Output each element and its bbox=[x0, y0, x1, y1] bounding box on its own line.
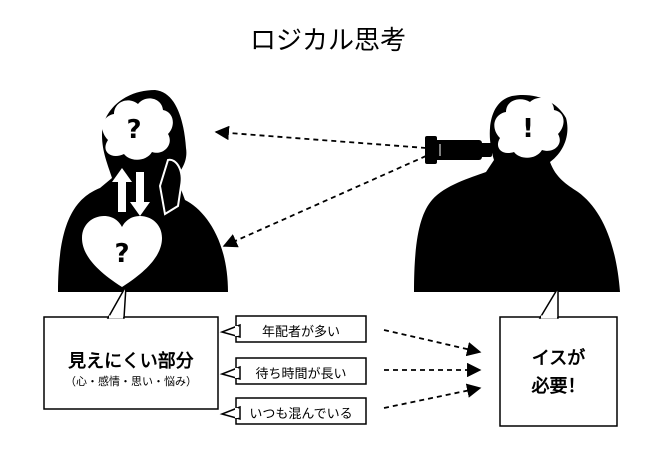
reason-arrow-3 bbox=[383, 383, 482, 409]
hidden-part-box bbox=[43, 285, 219, 410]
observer-thought-cloud-icon bbox=[494, 97, 564, 158]
observer-exclamation-mark: ! bbox=[522, 114, 534, 144]
reason-label-1: 年配者が多い bbox=[261, 325, 340, 340]
gaze-arrow-to-heart bbox=[222, 155, 427, 248]
bidirectional-arrows-icon bbox=[112, 168, 150, 216]
reason-label-3: いつも混んでいる bbox=[249, 407, 353, 422]
hidden-part-label: 見えにくい部分 bbox=[68, 351, 194, 372]
thought-cloud-icon bbox=[102, 98, 173, 160]
heart-question-mark: ? bbox=[114, 239, 129, 269]
binoculars-icon bbox=[425, 136, 492, 164]
reason-label-2: 待ち時間が長い bbox=[255, 367, 347, 382]
reason-bubble-1 bbox=[219, 315, 367, 343]
heart-icon bbox=[82, 216, 162, 287]
page-title: ロジカル思考 bbox=[249, 26, 406, 56]
observer-silhouette bbox=[414, 94, 620, 292]
reason-bubble-2 bbox=[219, 357, 367, 385]
hidden-part-sublabel: （心・感情・思い・悩み） bbox=[65, 375, 197, 388]
reason-arrow-1 bbox=[383, 329, 482, 357]
conclusion-line-2: 必要！ bbox=[531, 376, 586, 397]
conclusion-line-1: イスが bbox=[531, 348, 586, 369]
head-question-mark: ? bbox=[126, 115, 141, 145]
reason-bubble-3 bbox=[219, 397, 367, 425]
gaze-arrow-to-head bbox=[214, 125, 427, 149]
conclusion-box bbox=[499, 285, 618, 427]
